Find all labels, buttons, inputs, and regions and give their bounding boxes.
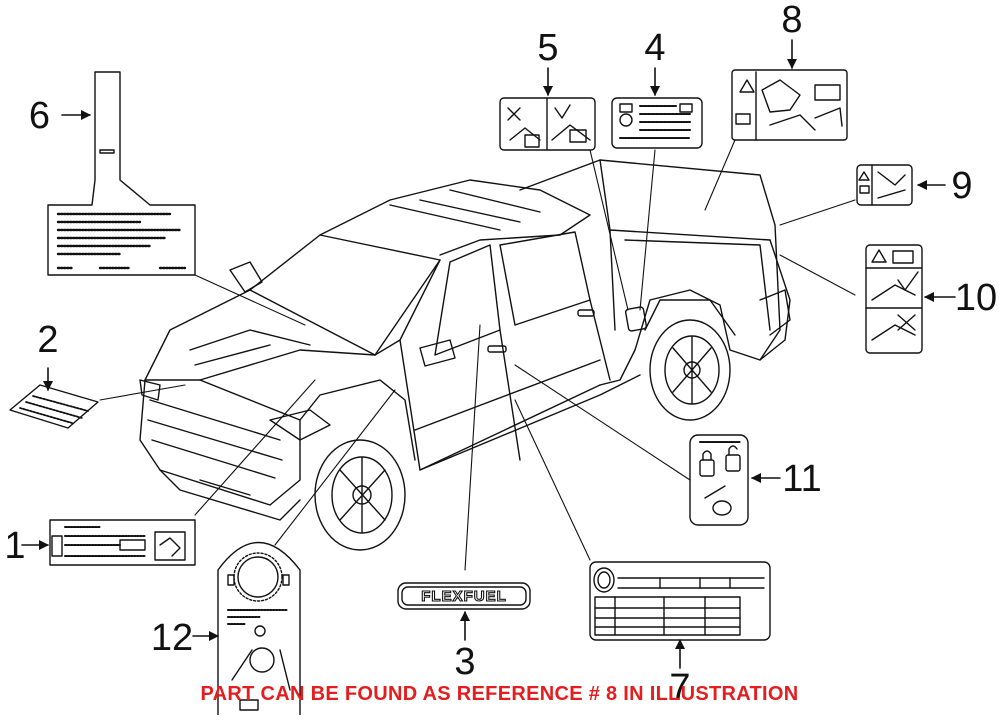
callout-5: 5 bbox=[537, 27, 558, 69]
callout-10: 10 bbox=[955, 277, 997, 319]
callout-3: 3 bbox=[454, 641, 475, 683]
callout-6: 6 bbox=[29, 95, 50, 137]
label-5-sticker bbox=[500, 98, 595, 150]
callout-arrows bbox=[22, 40, 955, 668]
flexfuel-text: FLEXFUEL bbox=[421, 588, 507, 605]
leader-lines bbox=[100, 140, 855, 570]
pickup-truck bbox=[140, 160, 790, 550]
callout-9: 9 bbox=[951, 165, 972, 207]
label-3-badge bbox=[398, 583, 530, 609]
callout-1: 1 bbox=[4, 525, 25, 567]
callout-7: 7 bbox=[669, 667, 690, 709]
label-11-sticker bbox=[690, 435, 748, 525]
callout-2: 2 bbox=[37, 319, 58, 361]
callout-8: 8 bbox=[781, 0, 802, 41]
reference-note: PART CAN BE FOUND AS REFERENCE # 8 IN IL… bbox=[200, 683, 799, 705]
label-8-sticker bbox=[732, 70, 847, 140]
label-9-sticker bbox=[857, 165, 912, 205]
callout-12: 12 bbox=[151, 617, 193, 659]
label-10-sticker bbox=[866, 245, 922, 353]
label-7-sticker bbox=[590, 562, 770, 640]
label-6-tag bbox=[48, 72, 195, 275]
label-4-sticker bbox=[612, 98, 702, 148]
callout-numbers: 6 2 1 3 4 5 7 8 9 10 11 12 bbox=[4, 0, 997, 709]
label-12-tag bbox=[218, 543, 300, 716]
label-2-sheet bbox=[10, 385, 98, 428]
label-1-sticker bbox=[50, 520, 195, 565]
callout-4: 4 bbox=[644, 27, 665, 69]
callout-11: 11 bbox=[782, 458, 821, 500]
